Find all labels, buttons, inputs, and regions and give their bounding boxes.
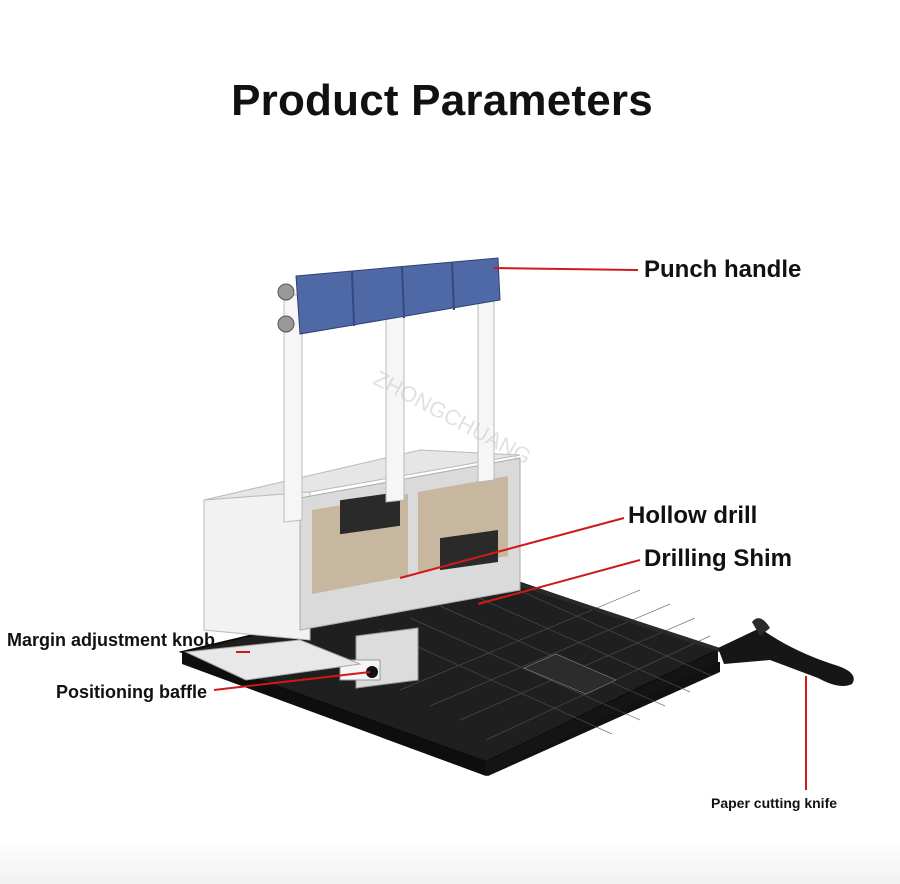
label-drilling-shim: Drilling Shim [644,545,793,572]
label-margin-adjustment-knob: Margin adjustment knob [7,630,216,650]
leader-lines [213,267,807,790]
cutting-board-side [182,652,486,776]
board-label-plate [523,653,617,695]
label-positioning-baffle: Positioning baffle [56,682,207,702]
punch-handle [277,257,501,335]
drill-slot-left [340,491,400,535]
margin-ruler [184,639,362,681]
punch-body-top [203,449,521,501]
page-title: Product Parameters [231,76,653,125]
cutting-board-front [486,650,718,776]
paper-cutting-knife [499,576,854,686]
bottom-fade [0,840,900,884]
label-punch-handle: Punch handle [644,256,802,283]
drill-slot-right [440,530,498,571]
label-hollow-drill: Hollow drill [628,502,758,529]
label-paper-cutting-knife: Paper cutting knife [711,795,838,811]
